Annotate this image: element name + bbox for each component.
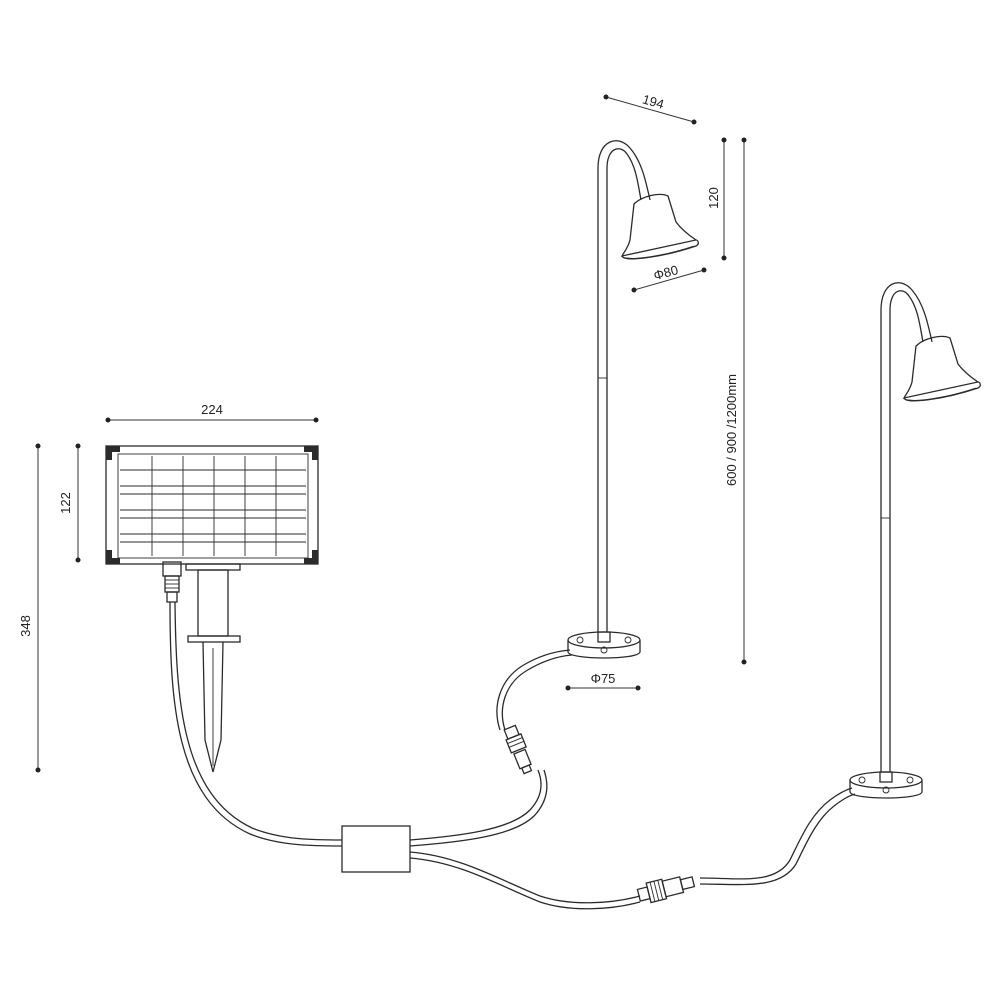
dimension-panel-height: 122 [58, 443, 81, 563]
lamp1-cable-connector [503, 724, 533, 775]
dim-label-total-height: 348 [18, 615, 33, 637]
dimension-base-diameter: Φ75 [565, 671, 641, 691]
dimension-total-height: 348 [18, 443, 41, 773]
dimension-head-length: 194 [603, 91, 697, 125]
dimension-panel-width: 224 [105, 402, 319, 423]
dimension-pole-height: 600 / 900 /1200mm [724, 137, 747, 665]
dimension-head-diameter: Φ80 [631, 262, 707, 293]
lamp-base-2 [849, 771, 923, 799]
dim-label-head-length: 194 [641, 91, 666, 111]
dim-label-head-height: 120 [706, 187, 721, 209]
lamp2-cable-connector [636, 876, 696, 904]
cables [169, 601, 856, 910]
spike-light-1 [567, 140, 699, 659]
panel-cells [120, 456, 306, 556]
controller-box [341, 825, 411, 873]
lamp-base-1 [567, 631, 641, 659]
dim-label-head-diameter: Φ80 [652, 262, 680, 283]
lamp-head-1 [620, 193, 699, 260]
panel-ground-stake [185, 563, 241, 773]
dim-label-base-diameter: Φ75 [591, 671, 616, 686]
dim-label-panel-height: 122 [58, 492, 73, 514]
spike-light-2 [849, 282, 981, 799]
dimension-head-height: 120 [706, 137, 727, 261]
solar-panel [105, 445, 319, 565]
lamp-head-2 [902, 335, 981, 402]
panel-cable-gland [162, 561, 182, 603]
dim-label-panel-width: 224 [201, 402, 223, 417]
dim-label-pole-height: 600 / 900 /1200mm [724, 374, 739, 486]
